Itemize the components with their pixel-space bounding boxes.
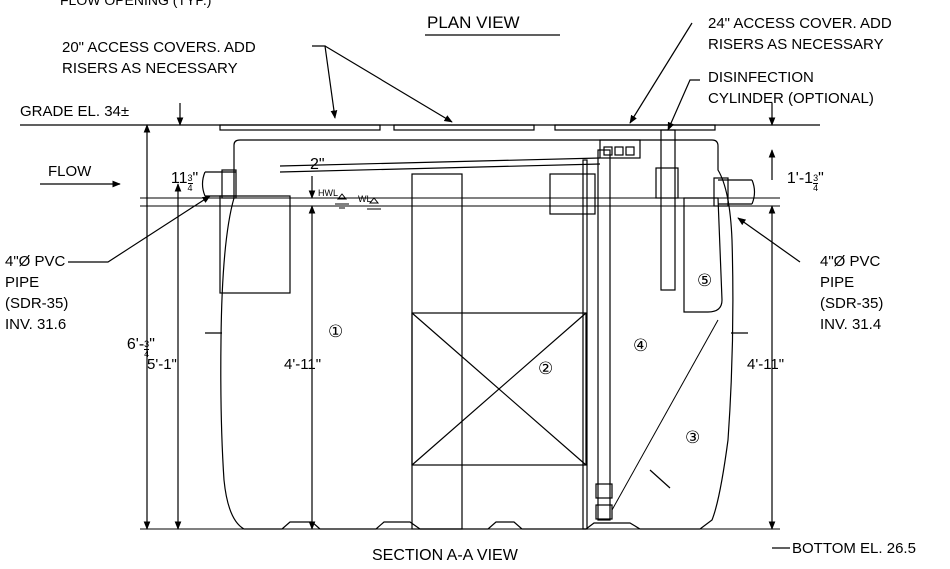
pipe-left-label-line3: (SDR-35) — [5, 295, 69, 312]
cut-off-heading: FLOW OPENING (TYP.) — [60, 0, 212, 8]
access-cover-left — [219, 124, 381, 131]
dim-drop: 2" — [310, 156, 325, 173]
pipe-right-label-line1: 4"Ø PVC — [820, 253, 881, 270]
pipe-right-label-line3: (SDR-35) — [820, 295, 884, 312]
hwl-label: HWL — [318, 188, 338, 198]
access-20-label-line1: 20" ACCESS COVERS. ADD — [62, 39, 256, 56]
pipe-left-label-line4: INV. 31.6 — [5, 316, 67, 333]
chamber-five — [683, 197, 723, 313]
access-20-label-line2: RISERS AS NECESSARY — [62, 60, 238, 77]
inlet-pipe — [201, 171, 236, 197]
chamber-4-label: ④ — [633, 336, 649, 355]
bottom-elevation-label: BOTTOM EL. 26.5 — [792, 540, 916, 557]
chamber-1-label: ① — [328, 322, 344, 341]
clarifier-wall — [411, 173, 463, 530]
pipe-left-label-line1: 4"Ø PVC — [5, 253, 66, 270]
dim-right-liquid: 4'-11" — [747, 356, 785, 373]
dim-left-inner: 5'-1" — [147, 356, 177, 373]
disinfection-label-line1: DISINFECTION — [708, 69, 814, 86]
access-cover-middle — [393, 124, 535, 131]
chamber-5-label: ⑤ — [697, 271, 713, 290]
disinfection-cylinder — [660, 129, 676, 291]
disinfection-label-line2: CYLINDER (OPTIONAL) — [708, 90, 874, 107]
tank-outline — [220, 139, 734, 530]
chamber-2-label: ② — [538, 359, 554, 378]
media-box — [411, 312, 587, 466]
grade-elevation-label: GRADE EL. 34± — [20, 103, 130, 120]
section-title: SECTION A-A VIEW — [372, 547, 518, 564]
access-24-label-line2: RISERS AS NECESSARY — [708, 36, 884, 53]
dim-left-liquid: 4'-11" — [284, 356, 322, 373]
pipe-right-label-line4: INV. 31.4 — [820, 316, 882, 333]
flow-label: FLOW — [48, 163, 92, 180]
access-cover-right — [554, 124, 716, 131]
outlet-pipe — [718, 179, 756, 205]
access-24-label-line1: 24" ACCESS COVER. ADD — [708, 15, 892, 32]
pipe-right-label-line2: PIPE — [820, 274, 855, 291]
chamber-3-label: ③ — [685, 428, 701, 447]
plan-view-title: PLAN VIEW — [427, 13, 520, 32]
wl-label: WL — [358, 194, 372, 204]
riser-pipe — [597, 149, 611, 521]
pipe-left-label-line2: PIPE — [5, 274, 40, 291]
inlet-baffle — [219, 195, 291, 294]
partition-wall — [582, 159, 588, 530]
